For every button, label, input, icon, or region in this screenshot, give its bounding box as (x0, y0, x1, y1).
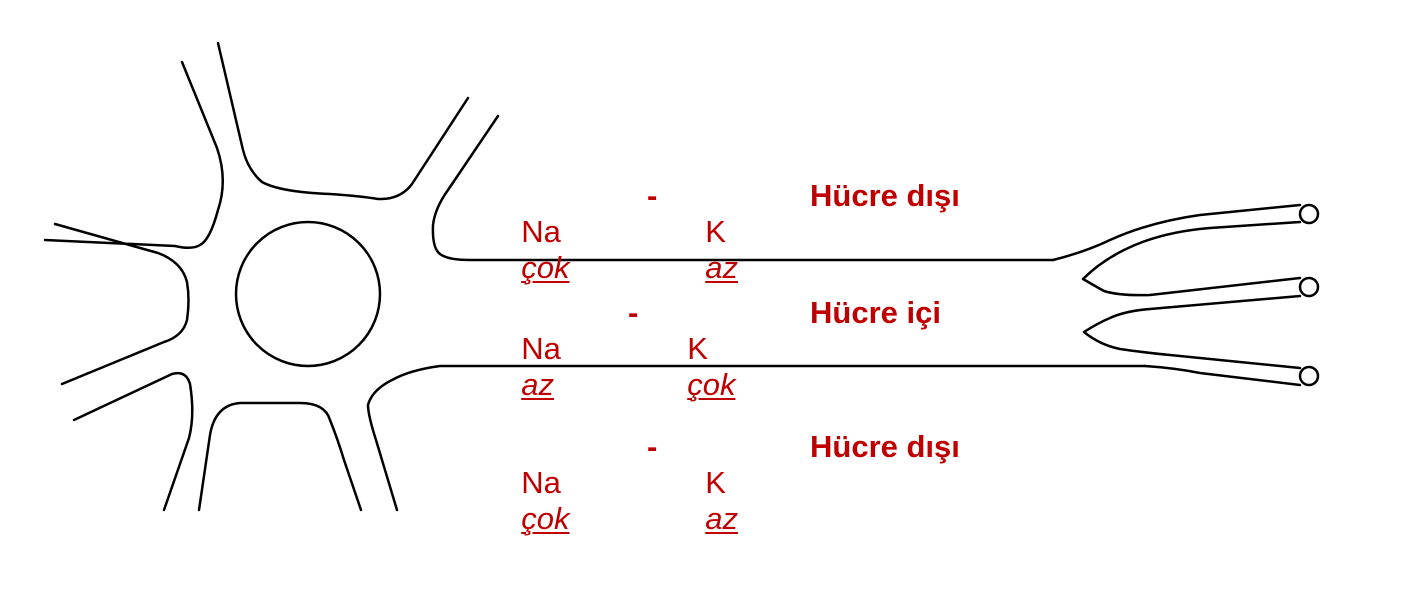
region-label-row-2: Hücre içi (810, 295, 941, 330)
ion-label-row-2-k: K çok (670, 295, 735, 403)
ion2-amount: az (705, 250, 738, 285)
ion1-name: Na (521, 214, 561, 249)
ion1-amount: çok (521, 501, 570, 536)
separator-row-2: - (628, 295, 639, 330)
ion-label-row-2: Na az (504, 295, 561, 403)
dendrite-bottom (197, 401, 363, 512)
ion2-name: K (687, 331, 708, 366)
ion-label-row-1-k: K az (688, 178, 738, 286)
ion-label-row-3: Na çok (504, 429, 569, 537)
dendrite-bottom-right (366, 364, 1147, 512)
ion1-name: Na (521, 465, 561, 500)
ion2-amount: az (705, 501, 738, 536)
ion1-amount: az (521, 367, 554, 402)
dendrite-upper-left-inner (216, 41, 470, 201)
dendrite-lower-left (72, 371, 194, 512)
terminal-button-3 (1298, 365, 1320, 387)
dendrite-top-right (431, 114, 1055, 262)
dendrite-upper-left-outer (43, 60, 224, 249)
ion1-amount: çok (521, 250, 570, 285)
region-label-row-3: Hücre dışı (810, 429, 960, 464)
ion-label-row-1: Na çok (504, 178, 569, 286)
ion2-amount: çok (687, 367, 736, 402)
axon-terminal-bottom (1143, 364, 1302, 387)
dendrite-left-upper (53, 222, 190, 386)
ion1-name: Na (521, 331, 561, 366)
region-label-row-1: Hücre dışı (810, 178, 960, 213)
axon-terminal-top-lower (1081, 220, 1302, 297)
separator-row-1: - (647, 178, 658, 213)
terminal-button-1 (1298, 203, 1320, 225)
ion2-name: K (705, 465, 726, 500)
separator-row-3: - (647, 429, 658, 464)
ion2-name: K (705, 214, 726, 249)
axon-terminal-middle-lower (1082, 294, 1302, 370)
ion-label-row-3-k: K az (688, 429, 738, 537)
axon-terminal-top (1051, 203, 1302, 262)
terminal-button-2 (1298, 276, 1320, 298)
cell-nucleus (234, 220, 382, 368)
